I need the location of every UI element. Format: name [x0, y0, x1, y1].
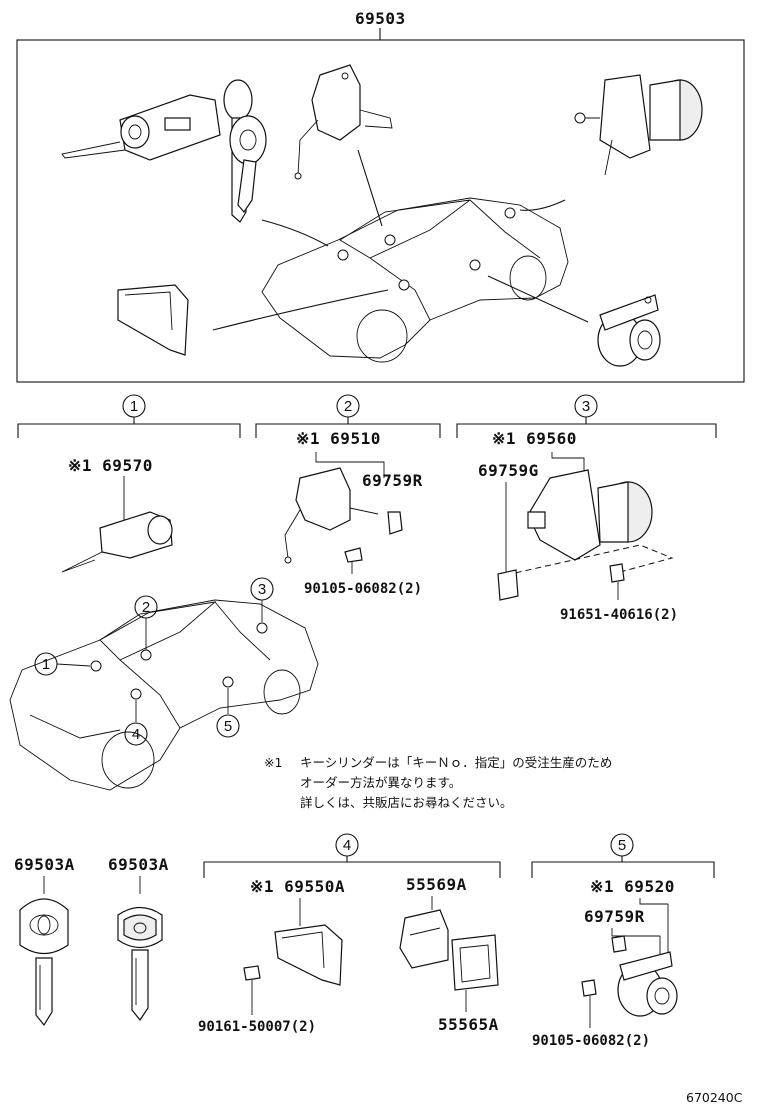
- part-label-55569A: 55569A: [406, 875, 467, 894]
- part-label-69759G: 69759G: [478, 461, 539, 480]
- part-label-69759R-b: 69759R: [584, 907, 645, 926]
- part-label-69510: ※1 69510: [296, 429, 381, 448]
- svg-text:2: 2: [344, 398, 352, 415]
- car-illustration-locator: [9, 599, 319, 791]
- car-callouts: 1 2 3 4 5: [34, 577, 274, 746]
- door-lock-part: [284, 467, 403, 564]
- order-note: ※1 キーシリンダーは「キーＮｏ．指定」の受注生産のため オーダー方法が異なりま…: [264, 755, 612, 810]
- group-2-bracket: 2: [255, 394, 441, 438]
- group-4-bracket: 4: [203, 833, 501, 878]
- car-illustration-top: [261, 197, 569, 363]
- group-3-bracket: 3: [456, 394, 717, 438]
- diagram-code: 670240C: [686, 1090, 743, 1105]
- leader-69510: [315, 452, 385, 478]
- svg-text:詳しくは、共販店にお尋ねください。: 詳しくは、共販店にお尋ねください。: [300, 795, 513, 810]
- assembly-arrows: [212, 149, 589, 331]
- part-label-90105-a: 90105-06082(2): [304, 581, 422, 597]
- svg-text:キーシリンダーは「キーＮｏ．指定」の受注生産のため: キーシリンダーは「キーＮｏ．指定」の受注生産のため: [300, 755, 612, 770]
- svg-text:※1: ※1: [264, 755, 282, 770]
- group-5-bracket: 5: [531, 833, 715, 878]
- master-key-illustration: [19, 898, 69, 1027]
- part-label-90105-b: 90105-06082(2): [532, 1033, 650, 1049]
- ignition-cylinder-part: [61, 511, 173, 573]
- part-label-91651: 91651-40616(2): [560, 607, 678, 623]
- svg-text:5: 5: [224, 718, 232, 735]
- trunk-lock-illustration: [574, 74, 703, 176]
- part-label-69560: ※1 69560: [492, 429, 577, 448]
- ignition-cylinder-illustration: [61, 94, 221, 161]
- svg-text:3: 3: [258, 581, 266, 598]
- svg-text:5: 5: [618, 837, 626, 854]
- leader-69560: [551, 452, 585, 478]
- part-label-69570: ※1 69570: [68, 456, 153, 475]
- assembly-number: 69503: [355, 9, 406, 28]
- leader-69759R-b: [611, 928, 661, 958]
- trunk-lock-part: [497, 469, 674, 601]
- svg-text:3: 3: [582, 398, 590, 415]
- part-label-69503A-1: 69503A: [14, 855, 75, 874]
- group-1-bracket: 1: [17, 394, 241, 438]
- svg-text:1: 1: [42, 656, 50, 673]
- striker-part: [399, 909, 499, 991]
- door-cylinder-part: [581, 935, 678, 1017]
- svg-text:4: 4: [132, 726, 140, 743]
- door-lock-illustration: [294, 64, 393, 180]
- svg-text:4: 4: [343, 837, 351, 854]
- part-label-69520: ※1 69520: [590, 877, 675, 896]
- part-label-69503A-2: 69503A: [108, 855, 169, 874]
- svg-text:1: 1: [130, 398, 138, 415]
- glove-box-lock-part: [243, 924, 343, 986]
- svg-text:2: 2: [142, 599, 150, 616]
- leader-69520: [639, 898, 669, 958]
- part-label-55565A: 55565A: [438, 1015, 499, 1034]
- part-label-90161: 90161-50007(2): [198, 1019, 316, 1035]
- sub-key-illustration: [117, 906, 163, 1022]
- key-pair-illustration: [223, 79, 267, 223]
- svg-text:オーダー方法が異なります。: オーダー方法が異なります。: [300, 775, 461, 790]
- glove-box-lock-illustration: [117, 284, 189, 356]
- assembly-box: [16, 39, 745, 383]
- part-label-69550A: ※1 69550A: [250, 877, 345, 896]
- door-cylinder-illustration: [597, 294, 661, 367]
- part-label-69759R-a: 69759R: [362, 471, 423, 490]
